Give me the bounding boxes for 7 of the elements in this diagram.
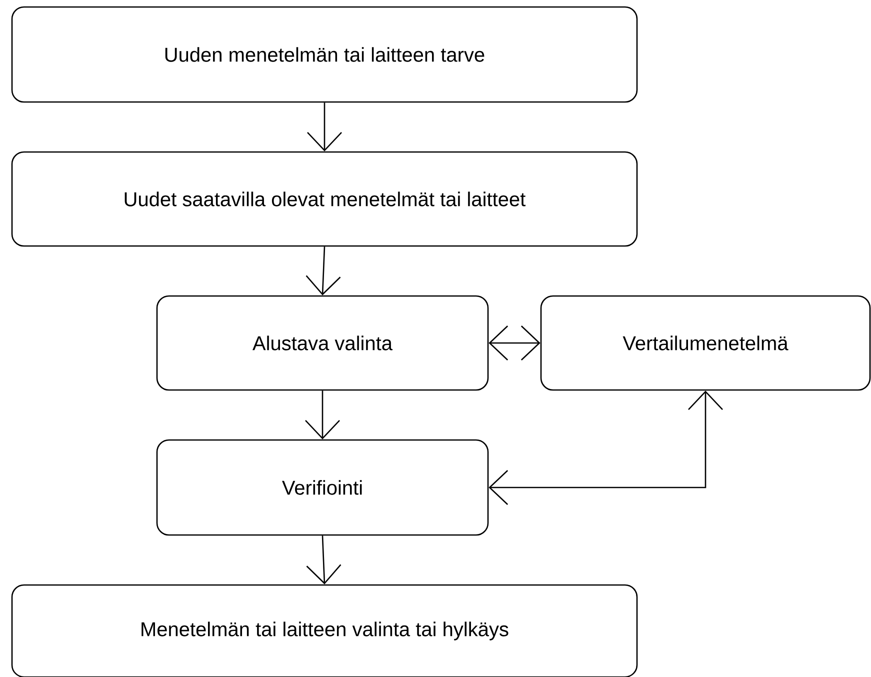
process-box: Verifiointi bbox=[156, 439, 489, 536]
arrow bbox=[488, 390, 723, 505]
process-box: Uuden menetelmän tai laitteen tarve bbox=[11, 6, 638, 103]
process-box: Alustava valinta bbox=[156, 295, 489, 391]
process-box: Uudet saatavilla olevat menetelmät tai laitteet bbox=[11, 151, 638, 247]
process-box: Vertailumenetelmä bbox=[540, 295, 871, 391]
process-box: Menetelmän tai laitteen valinta tai hylkäys bbox=[11, 584, 638, 677]
